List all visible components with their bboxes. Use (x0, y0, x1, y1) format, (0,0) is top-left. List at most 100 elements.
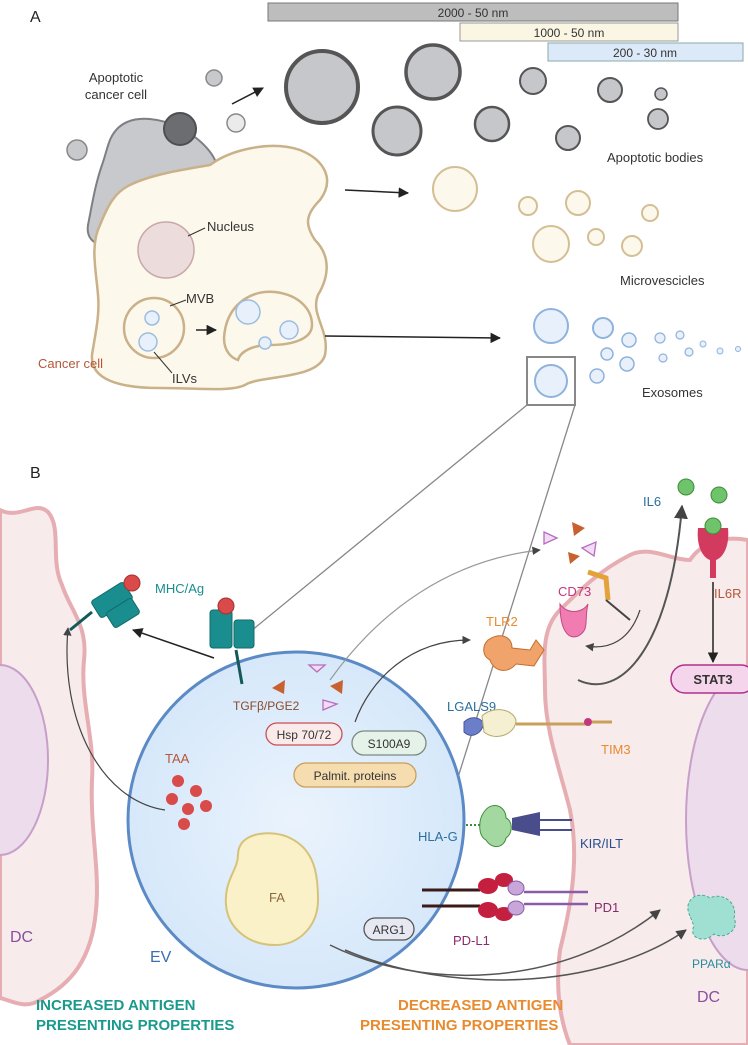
lgals9-molecule (463, 717, 485, 736)
ilvs-pointer (153, 351, 173, 374)
fa-label: FA (269, 890, 285, 905)
fatty-acid-droplet (224, 832, 320, 947)
tim3-tail (584, 718, 592, 726)
exosomes-label: Exosomes (642, 385, 703, 400)
exosomes (533, 308, 741, 384)
fa-ppar-arrow (329, 909, 661, 976)
cd73-arrow (585, 609, 641, 652)
apoptotic-fragment (66, 139, 88, 161)
tim3-receptor (481, 709, 517, 737)
microvesicles-label: Microvescicles (620, 273, 705, 288)
mvb-label: MVB (186, 291, 214, 306)
kir-receptor (512, 812, 540, 836)
tgf-label: TGFβ/PGE2 (233, 699, 300, 713)
hsp-box (265, 722, 343, 746)
mvb-pointer (169, 299, 187, 307)
fa-ppar-arrow-2 (344, 929, 687, 981)
apoptotic-bodies-label: Apoptotic bodies (607, 150, 704, 165)
hlag-label: HLA-G (418, 829, 458, 844)
mhc-complex-dc (69, 574, 141, 632)
size-bar-200 (547, 42, 744, 62)
stat3-label: STAT3 (693, 672, 732, 687)
il6-label: IL6 (643, 494, 661, 509)
hsp-label: Hsp 70/72 (277, 728, 332, 742)
hsp-tlr2-arrow (354, 635, 471, 723)
apoptotic-cell-label-1: Apoptotic (89, 70, 144, 85)
il6-molecule (710, 486, 728, 504)
decreased-title-1: DECREASED ANTIGEN (398, 997, 563, 1014)
lgals9-label: LGALS9 (447, 699, 496, 714)
arg1-label: ARG1 (373, 923, 406, 937)
tlr2-receptor (483, 635, 545, 671)
nucleus-label: Nucleus (207, 219, 254, 234)
exosome-release (258, 336, 272, 350)
il6r-label: IL6R (714, 586, 741, 601)
cancer-cell-nucleus (137, 221, 195, 279)
microvesicle-arrow (344, 187, 410, 198)
apoptotic-nucleus (163, 112, 197, 146)
ilv (138, 332, 158, 352)
cd73-receptor-bracket (587, 569, 611, 601)
taa-particles (166, 775, 212, 830)
cancer-cell-label: Cancer cell (38, 356, 103, 371)
tgf-pge2-molecules (272, 664, 343, 711)
stat3-box (670, 664, 748, 694)
ev-label: EV (150, 949, 172, 966)
apoptotic-fragment (226, 113, 246, 133)
zoom-line-left (239, 404, 528, 641)
kir-label: KIR/ILT (580, 836, 623, 851)
exosome-release (279, 320, 299, 340)
il6-release-arrow (577, 504, 688, 686)
mhc-transfer-arrow (132, 628, 215, 659)
s100-label: S100A9 (368, 737, 411, 751)
tgf-transfer-arrow (329, 546, 541, 681)
ppar-label: PPARα (692, 957, 731, 971)
tlr2-label: TLR2 (486, 614, 518, 629)
taa-transfer-arrow (63, 627, 166, 811)
dc-left-label: DC (10, 929, 33, 946)
microvesicles (432, 166, 659, 263)
tim3-label: TIM3 (601, 742, 631, 757)
increased-title-1: INCREASED ANTIGEN (36, 997, 195, 1014)
decreased-title-2: PRESENTING PROPERTIES (360, 1017, 558, 1034)
ppar-receptor (687, 894, 736, 940)
il6-receptor (697, 517, 729, 578)
dc-right-nucleus (685, 669, 748, 971)
palmit-box (293, 762, 417, 788)
cd73-ligands (543, 522, 597, 564)
pd1-label: PD1 (594, 900, 619, 915)
exosome-arrow (324, 332, 502, 344)
size-bar-2000 (267, 2, 679, 22)
apoptotic-arrow (231, 87, 264, 105)
pdl1-label: PD-L1 (453, 933, 490, 948)
zoom-box (526, 356, 576, 406)
increased-title-2: PRESENTING PROPERTIES (36, 1017, 234, 1034)
size-bar-1000 (459, 22, 679, 42)
cd73-stalk (605, 599, 631, 621)
nucleus-pointer (187, 227, 206, 237)
palmit-label: Palmit. proteins (314, 769, 397, 783)
size-bar-2000-label: 2000 - 50 nm (438, 6, 509, 20)
apoptotic-cell-label-2: cancer cell (85, 87, 147, 102)
cd73-label: CD73 (558, 584, 591, 599)
size-bar-200-label: 200 - 30 nm (613, 46, 677, 60)
mhc-label: MHC/Ag (155, 581, 204, 596)
mhc-complex-ev (209, 597, 255, 685)
apoptotic-bodies (284, 43, 669, 157)
panel-b-label: B (30, 465, 41, 482)
il6-molecule (677, 478, 695, 496)
pdl1-molecule (478, 873, 513, 921)
zoomed-exosome (534, 364, 568, 398)
pd1-receptor (507, 880, 588, 916)
hlag-molecule (479, 804, 512, 847)
arg1-box (363, 917, 415, 941)
taa-label: TAA (165, 751, 190, 766)
ilv (144, 310, 160, 326)
size-bar-1000-label: 1000 - 50 nm (534, 26, 605, 40)
s100-box (351, 730, 427, 756)
panel-a-label: A (30, 9, 41, 26)
exosome-release (235, 299, 261, 325)
cd73-enzyme (559, 602, 589, 638)
dc-left-nucleus (0, 664, 49, 856)
